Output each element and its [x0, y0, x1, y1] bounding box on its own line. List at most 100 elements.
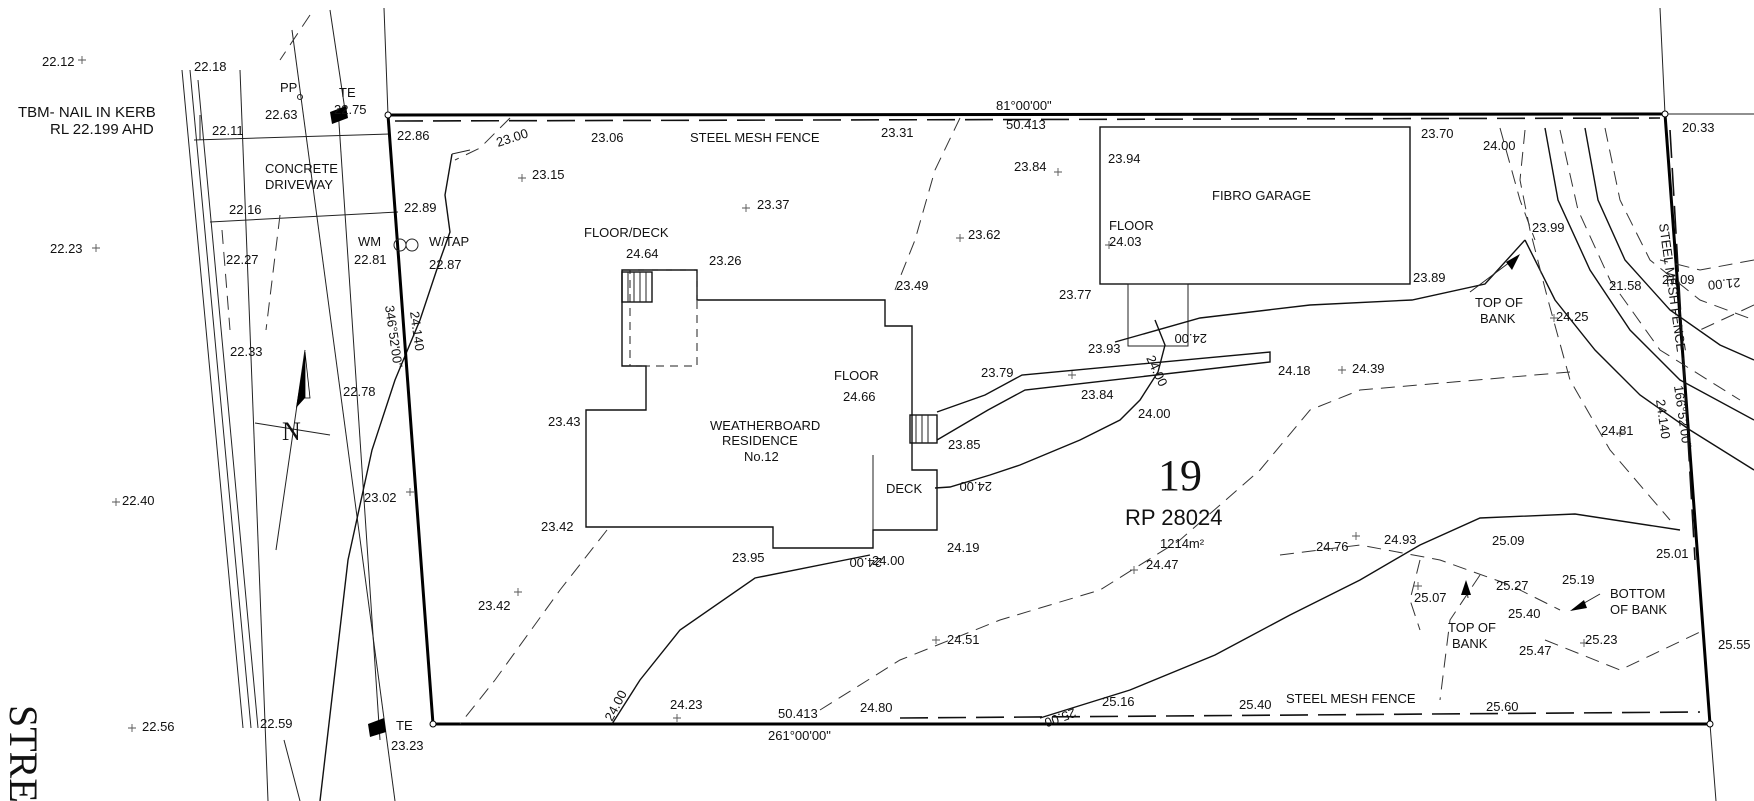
spot-level: 25.09 — [1492, 533, 1525, 548]
residence-line3: No.12 — [744, 449, 779, 464]
bank-arrows — [1461, 254, 1601, 611]
spot-level: 24.00 — [1483, 138, 1516, 153]
spot-level: 23.62 — [968, 227, 1001, 242]
residence-line1: WEATHERBOARD — [710, 418, 820, 433]
spot-level: 25.19 — [1562, 572, 1595, 587]
spot-level: 20.33 — [1682, 120, 1715, 135]
deck-label: DECK — [886, 481, 922, 496]
top-of-bank-2-line2: BANK — [1452, 636, 1488, 651]
spot-level: 24.76 — [1316, 539, 1349, 554]
spot-level: 22.16 — [229, 202, 262, 217]
top-of-bank-1-line2: BANK — [1480, 311, 1516, 326]
spot-level: 24.47 — [1146, 557, 1179, 572]
spot-level: 22.59 — [260, 716, 293, 731]
spot-level: 24.00 — [1138, 406, 1171, 421]
left-distance: 24.140 — [407, 310, 427, 351]
spot-level: 23.15 — [532, 167, 565, 182]
contour-25-bottom: 25.00 — [1042, 705, 1078, 730]
spot-level: 23.06 — [591, 130, 624, 145]
spot-level: 23.37 — [757, 197, 790, 212]
fence-bottom-label: STEEL MESH FENCE — [1286, 691, 1416, 706]
power-pole-icon — [297, 94, 303, 100]
wm-label: WM — [358, 234, 381, 249]
spot-level: 23.77 — [1059, 287, 1092, 302]
spot-level: 23.43 — [548, 414, 581, 429]
spot-level: 24.00 — [872, 553, 905, 568]
contour-24-left: 24.00 — [601, 688, 630, 724]
garage — [1099, 126, 1411, 347]
spot-level: 24.03 — [1109, 234, 1142, 249]
lot-plan: RP 28024 — [1125, 505, 1222, 530]
contour-21-right: 21.00 — [1707, 275, 1741, 293]
spot-level: 22.18 — [194, 59, 227, 74]
street-label: STRE — [1, 705, 46, 801]
spot-level: 24.51 — [947, 632, 980, 647]
water-meter-icon — [393, 238, 407, 252]
north-label: N — [282, 417, 301, 446]
residence — [585, 269, 938, 549]
spot-level: 23.99 — [1532, 220, 1565, 235]
spot-level: 24.19 — [947, 540, 980, 555]
spot-level: 25.40 — [1508, 606, 1541, 621]
spot-level: 25.60 — [1486, 699, 1519, 714]
spot-level: 22.27 — [226, 252, 259, 267]
spot-level: 24.18 — [1278, 363, 1311, 378]
spot-level: 24.39 — [1352, 361, 1385, 376]
spot-level: 23.42 — [541, 519, 574, 534]
driveway-line2: DRIVEWAY — [265, 177, 333, 192]
spot-level: 22.23 — [50, 241, 83, 256]
fence-top-label: STEEL MESH FENCE — [690, 130, 820, 145]
tbm-line2: RL 22.199 AHD — [50, 121, 154, 138]
spot-level: 23.79 — [981, 365, 1014, 380]
spot-level: 24.80 — [860, 700, 893, 715]
garage-label: FIBRO GARAGE — [1212, 188, 1311, 203]
contour-24-res: 24.00 — [849, 555, 882, 570]
spot-level: 23.31 — [881, 125, 914, 140]
telstra-pit-icon-bottom — [368, 718, 386, 737]
spot-level: 23.84 — [1014, 159, 1047, 174]
contour-24-path: 24.00 — [1143, 353, 1170, 389]
spot-level: 25.23 — [1585, 632, 1618, 647]
pp-label: PP — [280, 80, 297, 95]
residence-line2: RESIDENCE — [722, 433, 798, 448]
labels: TBM- NAIL IN KERB RL 22.199 AHD 81°00'00… — [1, 54, 1751, 801]
floor-deck-label: FLOOR/DECK — [584, 225, 669, 240]
contours — [454, 117, 1754, 725]
spot-level: 23.85 — [948, 437, 981, 452]
spot-level: 23.70 — [1421, 126, 1454, 141]
spot-level: 25.27 — [1496, 578, 1529, 593]
water-tap-icon — [405, 238, 419, 252]
top-distance: 50.413 — [1006, 117, 1046, 132]
spot-level: 22.86 — [397, 128, 430, 143]
spot-level: 22.40 — [122, 493, 155, 508]
spot-level: 24.66 — [843, 389, 876, 404]
te-bottom-label: TE — [396, 718, 413, 733]
spot-level: 23.94 — [1108, 151, 1141, 166]
te-top-label: TE — [339, 85, 356, 100]
fence-top-line — [394, 117, 1661, 122]
spot-level: 22.56 — [142, 719, 175, 734]
lot-area: 1214m² — [1160, 536, 1205, 551]
spot-level: 24.93 — [1384, 532, 1417, 547]
garage-floor-label: FLOOR — [1109, 218, 1154, 233]
spot-level: 25.16 — [1102, 694, 1135, 709]
spot-level: 25.47 — [1519, 643, 1552, 658]
spot-level: 23.89 — [1413, 270, 1446, 285]
spot-level-crosses — [78, 56, 1624, 732]
bottom-of-bank-line1: BOTTOM — [1610, 586, 1665, 601]
north-arrow-icon — [254, 349, 331, 551]
top-bearing: 81°00'00" — [996, 98, 1052, 113]
spot-level: 22.81 — [354, 252, 387, 267]
spot-level: 25.07 — [1414, 590, 1447, 605]
driveway-line1: CONCRETE — [265, 161, 338, 176]
spot-level: 24.23 — [670, 697, 703, 712]
spot-level: 23.02 — [364, 490, 397, 505]
spot-level: 23.84 — [1081, 387, 1114, 402]
fence-bottom-line — [899, 711, 1701, 719]
spot-level: 22.11 — [212, 123, 244, 138]
spot-level: 22.33 — [230, 344, 263, 359]
right-distance: 24.140 — [1653, 398, 1673, 439]
bottom-bearing: 261°00'00" — [768, 728, 831, 743]
spot-level: 23.26 — [709, 253, 742, 268]
right-bearing: 166°52'00" — [1671, 384, 1695, 449]
